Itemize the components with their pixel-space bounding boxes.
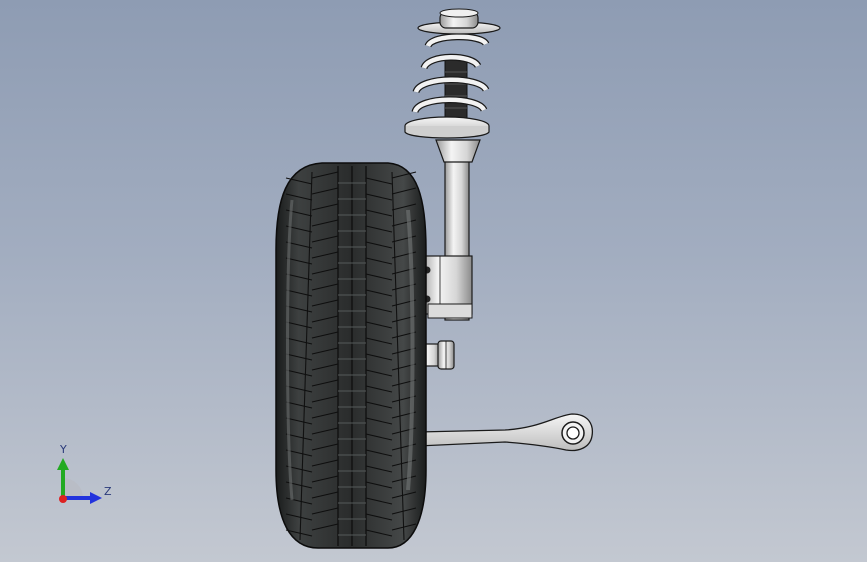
tread-groove [285, 401, 313, 409]
tread-groove [391, 475, 417, 483]
control-arm[interactable] [417, 413, 594, 452]
tread-groove [311, 187, 339, 195]
tread-groove [365, 449, 393, 457]
tread-groove [365, 481, 393, 489]
tread-groove [391, 491, 417, 499]
strut-mount[interactable] [417, 8, 501, 35]
tread-groove [365, 305, 393, 313]
tread-groove [365, 465, 393, 473]
tread-groove [365, 257, 393, 265]
tread-groove [285, 385, 313, 393]
tread-groove [285, 177, 313, 185]
triad-z-label: Z [104, 485, 112, 498]
tread-groove [365, 273, 393, 281]
tread-groove [391, 187, 417, 195]
tread-groove [391, 235, 417, 243]
tread-groove [285, 497, 313, 505]
tread-groove [391, 507, 417, 515]
tread-groove [311, 331, 339, 339]
tread-groove [311, 395, 339, 403]
tread-groove [365, 193, 393, 201]
tread-groove [365, 417, 393, 425]
spring-seat [404, 116, 490, 139]
tread-groove [311, 363, 339, 371]
tread-groove [285, 193, 313, 201]
axis-triad: Y Z [44, 440, 124, 510]
tread-groove [365, 401, 393, 409]
tread-groove [365, 385, 393, 393]
tread-groove [311, 219, 339, 227]
tread-groove [365, 353, 393, 361]
tread-groove [311, 347, 339, 355]
tread-groove [311, 379, 339, 387]
tread-groove [391, 203, 417, 211]
tread-groove [365, 209, 393, 217]
tread-groove [311, 459, 339, 467]
tread-groove [311, 491, 339, 499]
tread-groove [285, 257, 313, 265]
tread-groove [365, 497, 393, 505]
tread-groove [365, 289, 393, 297]
coil-spring[interactable] [411, 33, 490, 114]
tread-groove [311, 267, 339, 275]
tread-groove [365, 513, 393, 521]
tread-groove [365, 241, 393, 249]
tread-groove [365, 529, 393, 537]
tread-groove [391, 219, 417, 227]
tread-groove [285, 273, 313, 281]
tread-groove [285, 289, 313, 297]
tread-groove [285, 513, 313, 521]
tread-groove [311, 507, 339, 515]
tread-groove [311, 315, 339, 323]
tread-groove [285, 305, 313, 313]
tread-groove [285, 417, 313, 425]
tread-groove [365, 337, 393, 345]
tread-groove [365, 433, 393, 441]
tread-groove [311, 427, 339, 435]
tread-groove [311, 475, 339, 483]
tread-groove [311, 235, 339, 243]
tire[interactable] [275, 162, 427, 549]
strut[interactable] [419, 59, 481, 321]
tread-groove [365, 177, 393, 185]
tread-groove [285, 433, 313, 441]
tread-groove [311, 171, 339, 179]
triad-y-label: Y [60, 443, 67, 456]
tread-groove [285, 529, 313, 537]
tread-groove [365, 321, 393, 329]
tread-groove [311, 411, 339, 419]
tread-groove [391, 523, 417, 531]
tread-groove [311, 443, 339, 451]
triad-graphic [57, 458, 102, 504]
tread-groove [311, 203, 339, 211]
tread-groove [311, 251, 339, 259]
tread-groove [285, 353, 313, 361]
tread-groove [365, 225, 393, 233]
tread-groove [391, 171, 417, 179]
tread-groove [365, 369, 393, 377]
tread-groove [311, 283, 339, 291]
tread-groove [285, 337, 313, 345]
tread-groove [285, 321, 313, 329]
tread-groove [311, 299, 339, 307]
tread-groove [311, 523, 339, 531]
tread-groove [285, 369, 313, 377]
